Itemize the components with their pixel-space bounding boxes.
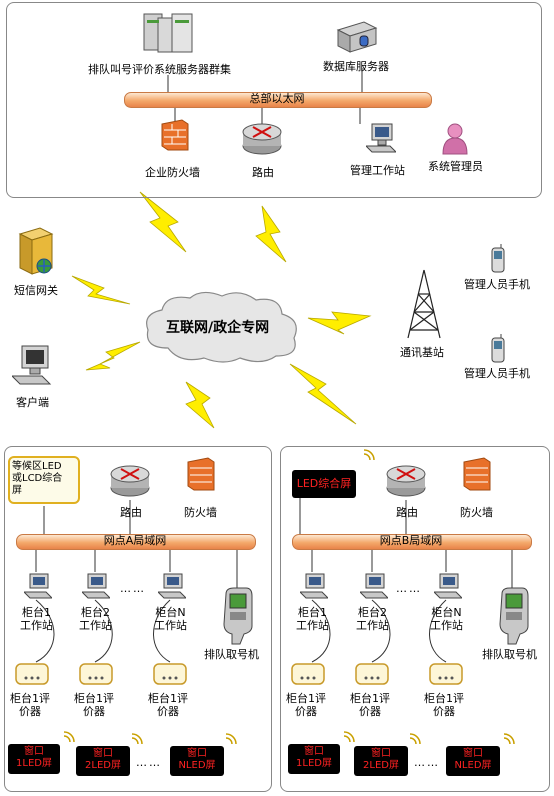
evaluator-label: 柜台1评价器 (286, 692, 326, 718)
lcd-screen-line: 屏 (12, 485, 22, 496)
database-server-label: 数据库服务器 (323, 60, 389, 73)
branch-a-lcd-screen: 等候区LED 或LCD综合 屏 (8, 456, 80, 504)
enterprise-firewall-icon (161, 119, 189, 151)
branch-b-firewall-icon (463, 457, 491, 491)
client-computer-label: 客户端 (16, 396, 49, 409)
server-cluster-label: 排队叫号评价系统服务器群集 (88, 63, 231, 76)
enterprise-firewall-label: 企业防火墙 (145, 166, 200, 179)
ticket-machine-label: 排队取号机 (482, 648, 537, 661)
hq-ethernet-label: 总部以太网 (249, 92, 305, 105)
ticket-machine-icon (499, 587, 529, 645)
evaluator-device-icon (355, 663, 389, 685)
evaluator-device-icon (153, 663, 187, 685)
sms-gateway-label: 短信网关 (14, 284, 58, 297)
lcd-screen-line: 或LCD综合 (12, 473, 63, 484)
branch-b-lan-label: 网点B局域网 (379, 534, 443, 547)
led-ellipsis: …… (414, 756, 440, 769)
branch-b-lan-bus (292, 534, 532, 550)
phone-label-2: 管理人员手机 (464, 367, 530, 380)
branch-a-firewall-icon (187, 457, 215, 491)
counter-workstation-icon (360, 573, 388, 599)
workstation-ellipsis: …… (120, 582, 146, 595)
branch-a-lan-label: 网点A局域网 (103, 534, 167, 547)
sms-gateway-icon (18, 227, 54, 275)
branch-b-router-icon (386, 465, 426, 497)
evaluator-label: 柜台1评价器 (350, 692, 390, 718)
branch-a-router-label: 路由 (120, 506, 142, 519)
internet-cloud-label: 互联网/政企专网 (166, 320, 270, 336)
client-computer-icon (12, 345, 52, 385)
hq-ethernet-bus (124, 92, 432, 108)
workstation-ellipsis: …… (396, 582, 422, 595)
lcd-screen-line: 等候区LED (12, 461, 62, 472)
counter-workstation-icon (158, 573, 186, 599)
phone-label-1: 管理人员手机 (464, 278, 530, 291)
branch-a-router-icon (110, 465, 150, 497)
mobile-phone-icon (491, 244, 505, 273)
internet-cloud-icon (146, 291, 297, 363)
counter-workstation-icon (24, 573, 52, 599)
base-station-label: 通讯基站 (400, 346, 444, 359)
hq-router-label: 路由 (252, 166, 274, 179)
branch-b-firewall-label: 防火墙 (460, 506, 493, 519)
evaluator-label: 柜台1评价器 (10, 692, 50, 718)
branch-a-firewall-label: 防火墙 (184, 506, 217, 519)
evaluator-device-icon (79, 663, 113, 685)
branch-a-lan-bus (16, 534, 256, 550)
hq-router-icon (242, 123, 282, 155)
ticket-machine-icon (223, 587, 253, 645)
evaluator-label: 柜台1评价器 (424, 692, 464, 718)
branch-b-led-screen: LED综合屏 (292, 470, 356, 498)
counter-workstation-icon (82, 573, 110, 599)
led-ellipsis: …… (136, 756, 162, 769)
evaluator-device-icon (291, 663, 325, 685)
base-station-tower-icon (407, 269, 441, 339)
hq-network-box (6, 2, 542, 198)
branch-a-box (4, 446, 272, 792)
management-workstation-label: 管理工作站 (350, 164, 405, 177)
evaluator-label: 柜台1评价器 (74, 692, 114, 718)
admin-user-label: 系统管理员 (428, 160, 483, 173)
ticket-machine-label: 排队取号机 (204, 648, 259, 661)
counter-workstation-icon (300, 573, 328, 599)
evaluator-device-icon (15, 663, 49, 685)
server-cluster-icon (143, 13, 193, 53)
evaluator-device-icon (429, 663, 463, 685)
database-server-icon (336, 21, 378, 53)
branch-b-router-label: 路由 (396, 506, 418, 519)
admin-user-icon (442, 123, 468, 155)
mobile-phone-icon (491, 334, 505, 363)
counter-workstation-icon (434, 573, 462, 599)
branch-b-box (280, 446, 550, 792)
evaluator-label: 柜台1评价器 (148, 692, 188, 718)
management-workstation-icon (366, 123, 396, 153)
